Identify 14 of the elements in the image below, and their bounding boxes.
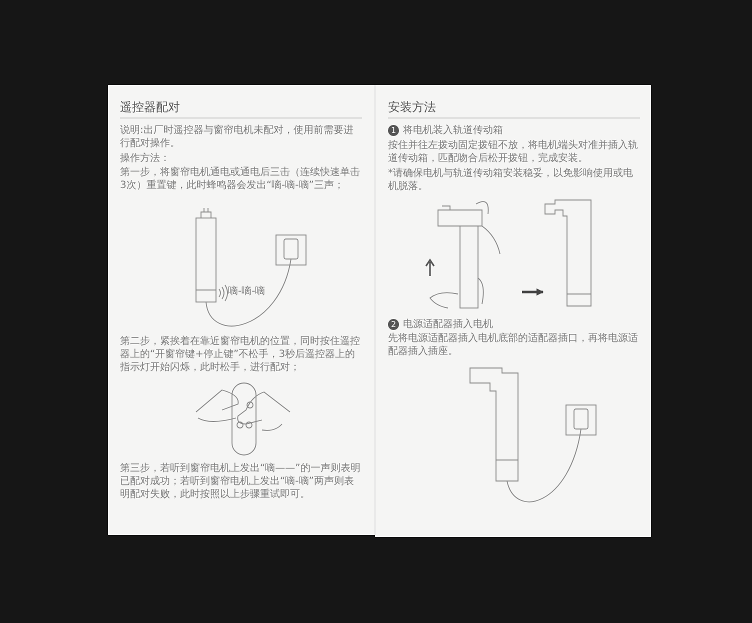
instruction-text: 先将电源适配器插入电机底部的适配器插口，再将电源适配器插入插座。 <box>388 332 639 358</box>
instruction-text: 第二步，紧挨着在靠近窗帘电机的位置，同时按住遥控器上的“开窗帘键+停止键”不松手，3秒后遥控器上的指示灯开始闪烁，此时松手，进行配对； <box>120 335 361 374</box>
instruction-text: 说明:出厂时遥控器与窗帘电机未配对，使用前需要进行配对操作。 <box>120 124 354 150</box>
instruction-text: 将电机装入轨道传动箱 <box>403 124 504 137</box>
page-heading: 遥控器配对 <box>120 100 181 115</box>
instruction-text: 第一步，将窗帘电机通电或通电后三击（连续快速单击3次）重置键，此时蜂鸣器会发出“嘀-嘀-嘀”三声； <box>120 166 361 192</box>
arrow <box>522 288 544 296</box>
instruction-text: 操作方法： <box>120 152 171 165</box>
instruction-text: 按住并往左拨动固定拨钮不放，将电机端头对准并插入轨道传动箱，匹配吻合后松开拨钮，完成安装。 <box>388 139 639 165</box>
instruction-text: *请确保电机与轨道传动箱安装稳妥，以免影响使用或电机脱落。 <box>388 167 634 193</box>
instruction-text: 第三步，若听到窗帘电机上发出“嘀——”的一声则表明已配对成功；若听到窗帘电机上发出“嘀-嘀”两声则表明配对失败，此时按照以上步骤重试即可。 <box>120 462 362 501</box>
page-heading: 安装方法 <box>388 100 437 115</box>
sound-label: 嘀-嘀-嘀 <box>228 285 266 298</box>
instruction-text: 电源适配器插入电机 <box>403 318 494 331</box>
